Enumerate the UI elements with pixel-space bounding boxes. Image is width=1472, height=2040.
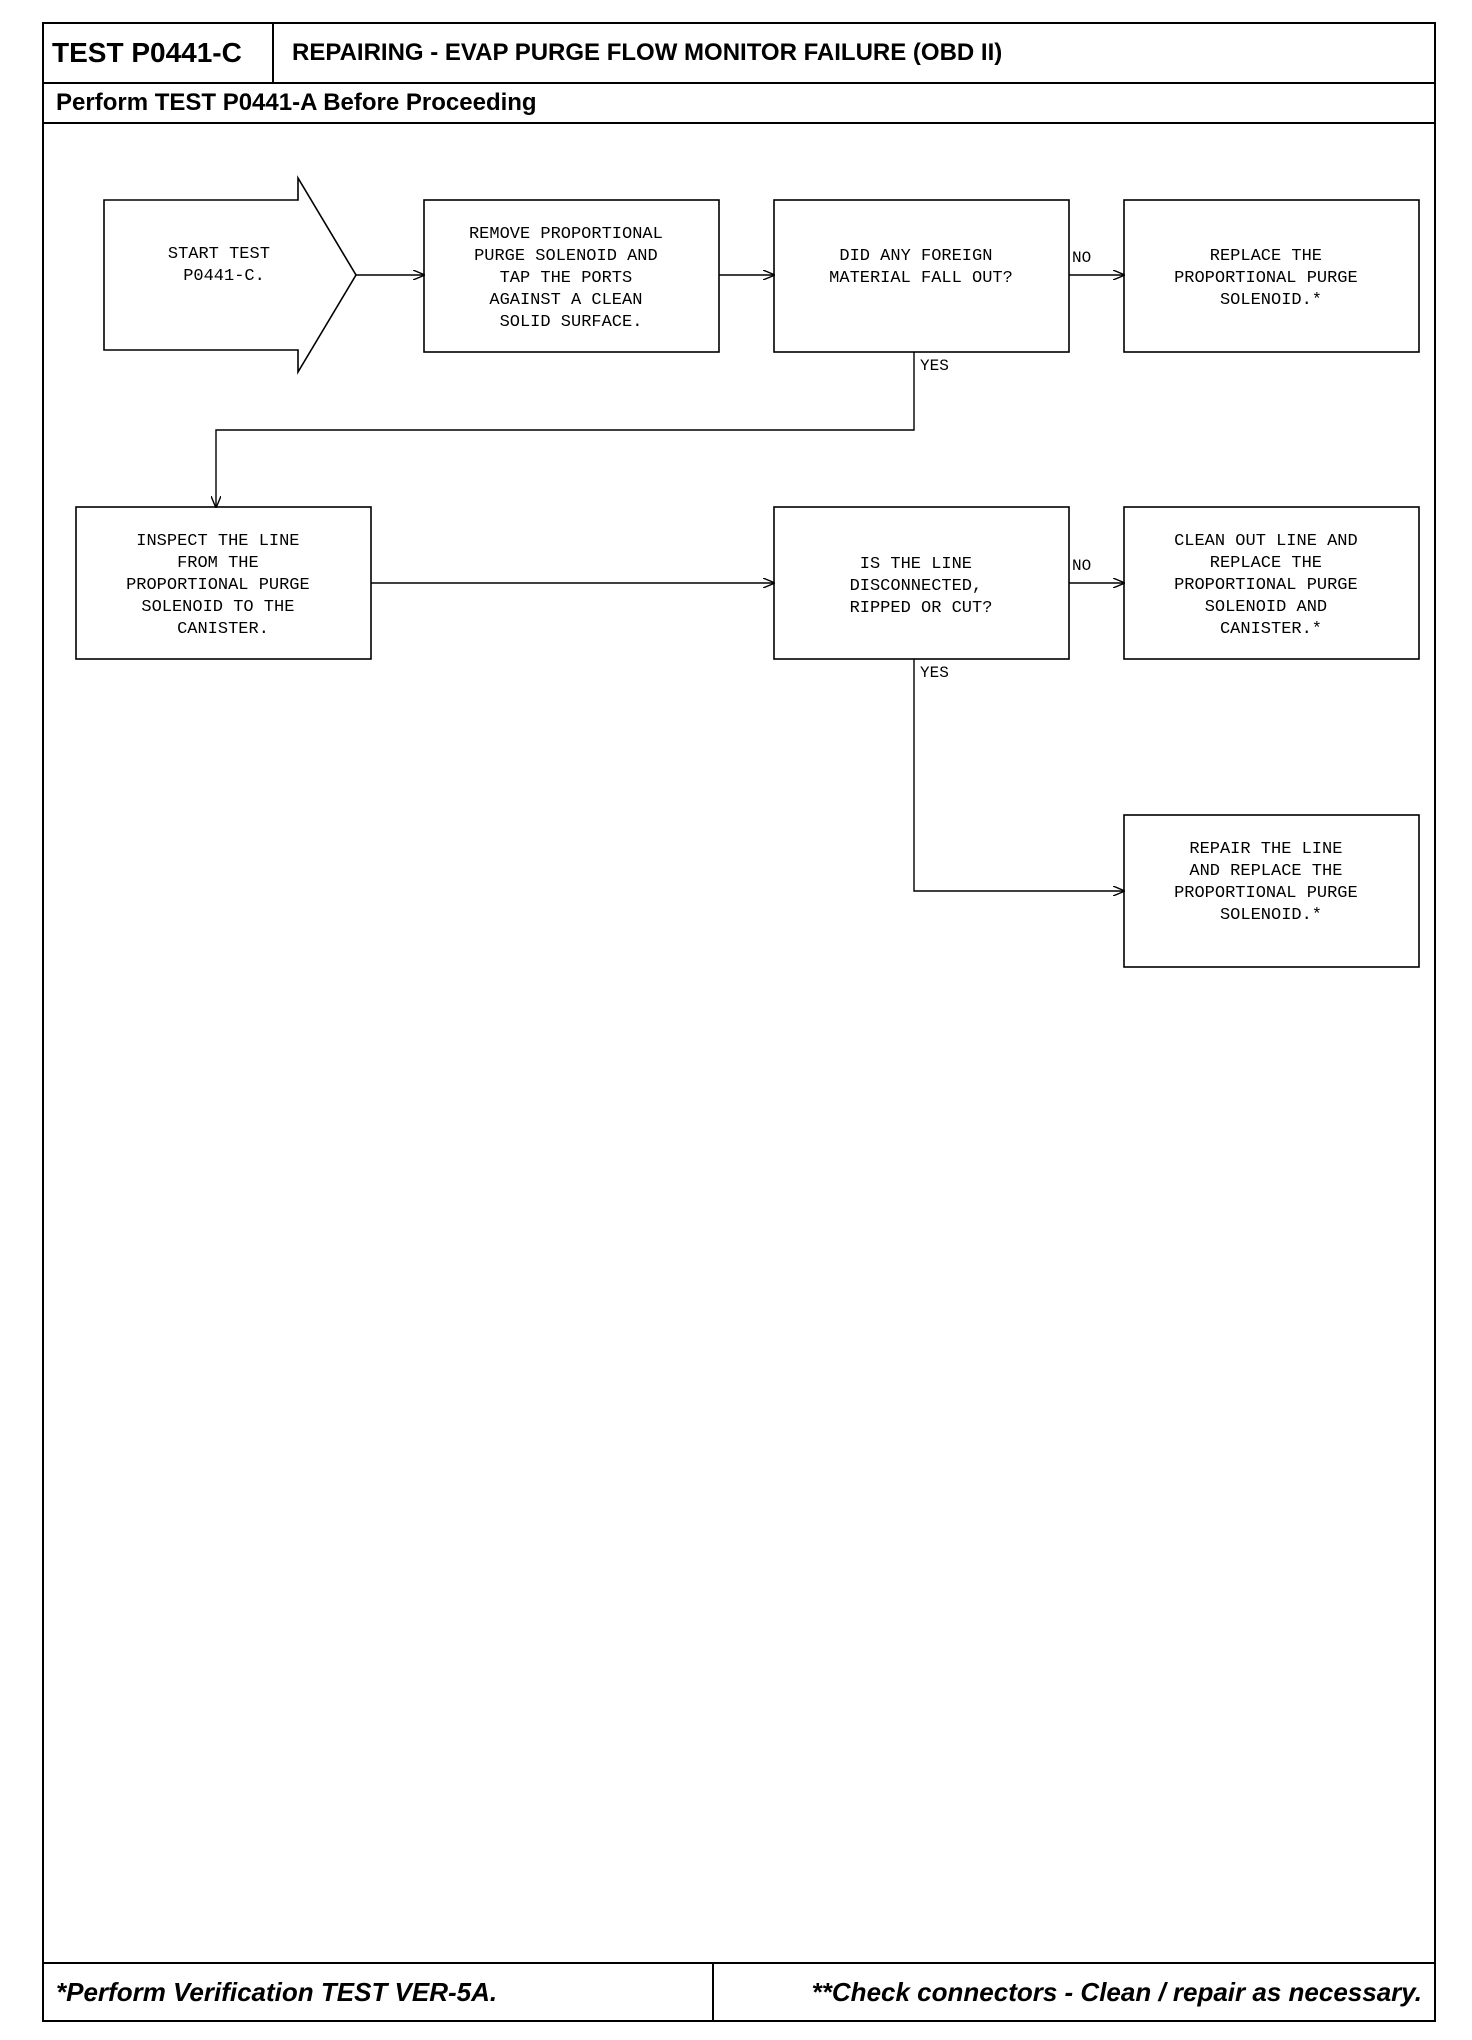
decision-line-line: RIPPED OR CUT? <box>850 599 993 618</box>
label-yes: YES <box>920 664 949 682</box>
test-id: TEST P0441-C <box>44 24 274 82</box>
decision-line-box <box>773 506 1070 660</box>
decision-foreign-line: DID ANY FOREIGN <box>839 247 992 266</box>
page-title: REPAIRING - EVAP PURGE FLOW MONITOR FAIL… <box>292 39 1003 66</box>
decision-line-line: DISCONNECTED, <box>850 577 983 596</box>
result-replace-box <box>1123 199 1420 353</box>
result-clean-line: CLEAN OUT LINE AND <box>1174 532 1358 551</box>
step-remove-text: REMOVE PROPORTIONAL PURGE SOLENOID AND T… <box>469 225 673 332</box>
result-clean-line: PROPORTIONAL PURGE <box>1174 576 1358 595</box>
start-arrow-shape <box>103 175 357 375</box>
start-text: START TEST P0441-C. <box>168 245 280 286</box>
step-inspect-line: PROPORTIONAL PURGE <box>126 576 310 595</box>
step-inspect-box <box>75 506 372 660</box>
result-clean-text: CLEAN OUT LINE AND REPLACE THE PROPORTIO… <box>1174 532 1368 639</box>
result-replace-line: REPLACE THE <box>1210 247 1322 266</box>
prerequisite-note: Perform TEST P0441-A Before Proceeding <box>44 84 1434 124</box>
result-clean-box <box>1123 506 1420 660</box>
decision-line-line: IS THE LINE <box>860 555 972 574</box>
step-inspect-line: FROM THE <box>177 554 259 573</box>
step-remove-line: SOLID SURFACE. <box>500 313 643 332</box>
result-clean-line: SOLENOID AND <box>1205 598 1327 617</box>
decision-foreign-text: DID ANY FOREIGN MATERIAL FALL OUT? <box>829 247 1013 288</box>
decision-foreign-line: MATERIAL FALL OUT? <box>829 269 1013 288</box>
step-inspect-line: INSPECT THE LINE <box>136 532 299 551</box>
result-repair-box <box>1123 814 1420 968</box>
start-line: START TEST <box>168 245 270 264</box>
step-remove-line: REMOVE PROPORTIONAL <box>469 225 663 244</box>
step-remove-line: TAP THE PORTS <box>500 269 633 288</box>
footer-connector-note: **Check connectors - Clean / repair as n… <box>811 1977 1422 2007</box>
step-inspect-text: INSPECT THE LINE FROM THE PROPORTIONAL P… <box>126 532 320 639</box>
step-remove-line: AGAINST A CLEAN <box>489 291 642 310</box>
result-repair-line: REPAIR THE LINE <box>1189 840 1342 859</box>
label-no: NO <box>1072 557 1091 575</box>
result-repair-line: SOLENOID.* <box>1220 906 1322 925</box>
footer: *Perform Verification TEST VER-5A. **Che… <box>44 1962 1434 2020</box>
test-sheet: TEST P0441-C REPAIRING - EVAP PURGE FLOW… <box>42 22 1436 2022</box>
label-no: NO <box>1072 249 1091 267</box>
step-inspect-line: CANISTER. <box>177 620 269 639</box>
connector-line-yes <box>913 659 1124 891</box>
result-replace-text: REPLACE THE PROPORTIONAL PURGE SOLENOID.… <box>1174 247 1368 310</box>
footer-verification-note: *Perform Verification TEST VER-5A. <box>44 1964 714 2020</box>
connector-foreign-yes <box>216 352 915 507</box>
result-repair-line: PROPORTIONAL PURGE <box>1174 884 1358 903</box>
step-remove-line: PURGE SOLENOID AND <box>474 247 658 266</box>
result-replace-line: SOLENOID.* <box>1220 291 1322 310</box>
label-yes: YES <box>920 357 949 375</box>
header-row: TEST P0441-C REPAIRING - EVAP PURGE FLOW… <box>44 24 1434 84</box>
result-repair-line: AND REPLACE THE <box>1189 862 1342 881</box>
result-repair-text: REPAIR THE LINE AND REPLACE THE PROPORTI… <box>1174 840 1368 925</box>
result-clean-line: REPLACE THE <box>1210 554 1322 573</box>
result-clean-line: CANISTER.* <box>1220 620 1322 639</box>
step-inspect-line: SOLENOID TO THE <box>141 598 294 617</box>
step-remove-box <box>423 199 720 353</box>
result-replace-line: PROPORTIONAL PURGE <box>1174 269 1358 288</box>
decision-line-text: IS THE LINE DISCONNECTED, RIPPED OR CUT? <box>850 555 993 618</box>
decision-foreign-box <box>773 199 1070 353</box>
start-line: P0441-C. <box>183 267 265 286</box>
